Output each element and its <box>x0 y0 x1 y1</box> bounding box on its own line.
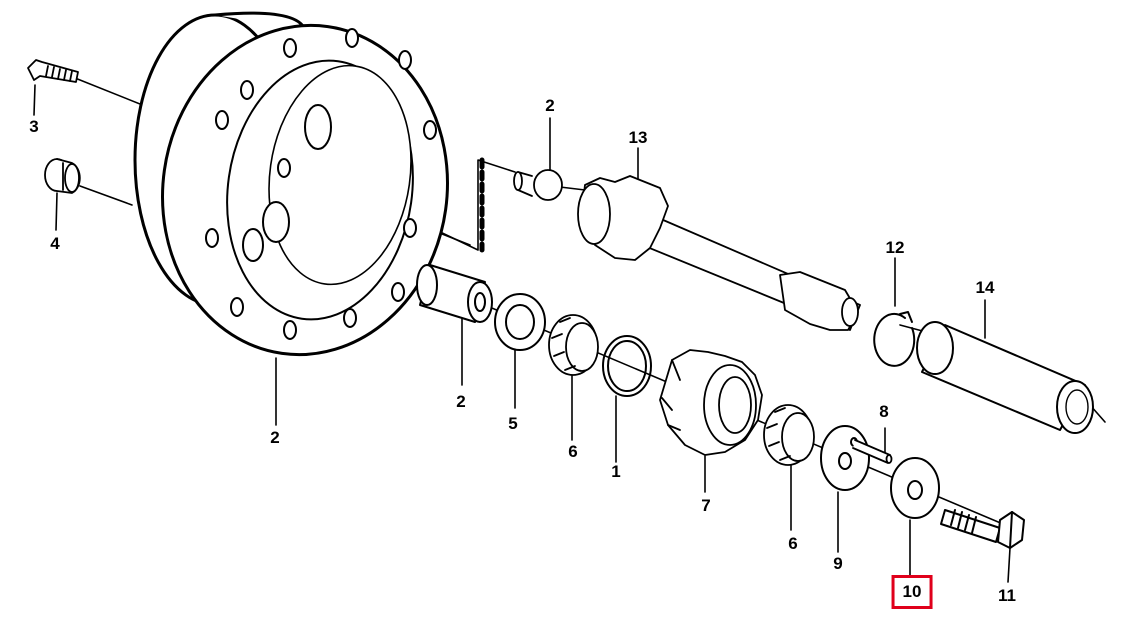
label-8: 8 <box>879 402 889 421</box>
part-5-washer <box>494 293 546 351</box>
part-2-bushing <box>416 264 493 323</box>
part-1-ring <box>602 335 652 397</box>
part-9-plate <box>820 425 870 491</box>
part-2-pin <box>513 169 563 201</box>
part-3-screw <box>27 59 79 83</box>
label-7: 7 <box>701 496 711 515</box>
part-8-pin <box>852 439 893 464</box>
part-11-bolt <box>940 509 1025 549</box>
label-2-housing: 2 <box>270 428 280 447</box>
label-3: 3 <box>29 117 39 136</box>
label-14: 14 <box>975 278 995 297</box>
label-4: 4 <box>50 234 60 253</box>
part-10-washer <box>890 457 940 519</box>
label-5: 5 <box>508 414 518 433</box>
part-4-plug <box>44 158 81 194</box>
label-12: 12 <box>885 238 905 257</box>
part-6-gear-left <box>548 314 599 376</box>
label-6-left: 6 <box>568 442 578 461</box>
label-2-bushing: 2 <box>456 392 466 411</box>
label-1: 1 <box>611 462 621 481</box>
label-13: 13 <box>628 128 648 147</box>
label-10-highlighted: 10 <box>891 575 933 609</box>
label-6-right: 6 <box>788 534 798 553</box>
label-9: 9 <box>833 554 843 573</box>
part-14-sleeve <box>916 321 1094 434</box>
dashed-hook <box>414 157 516 253</box>
part-2-housing <box>133 11 449 357</box>
part-13-shaft <box>577 175 861 331</box>
label-2-pin: 2 <box>545 96 555 115</box>
label-11: 11 <box>998 586 1016 605</box>
part-7-gear <box>659 349 763 456</box>
part-6-gear-right <box>763 404 815 466</box>
part-12-circlip <box>873 311 916 367</box>
